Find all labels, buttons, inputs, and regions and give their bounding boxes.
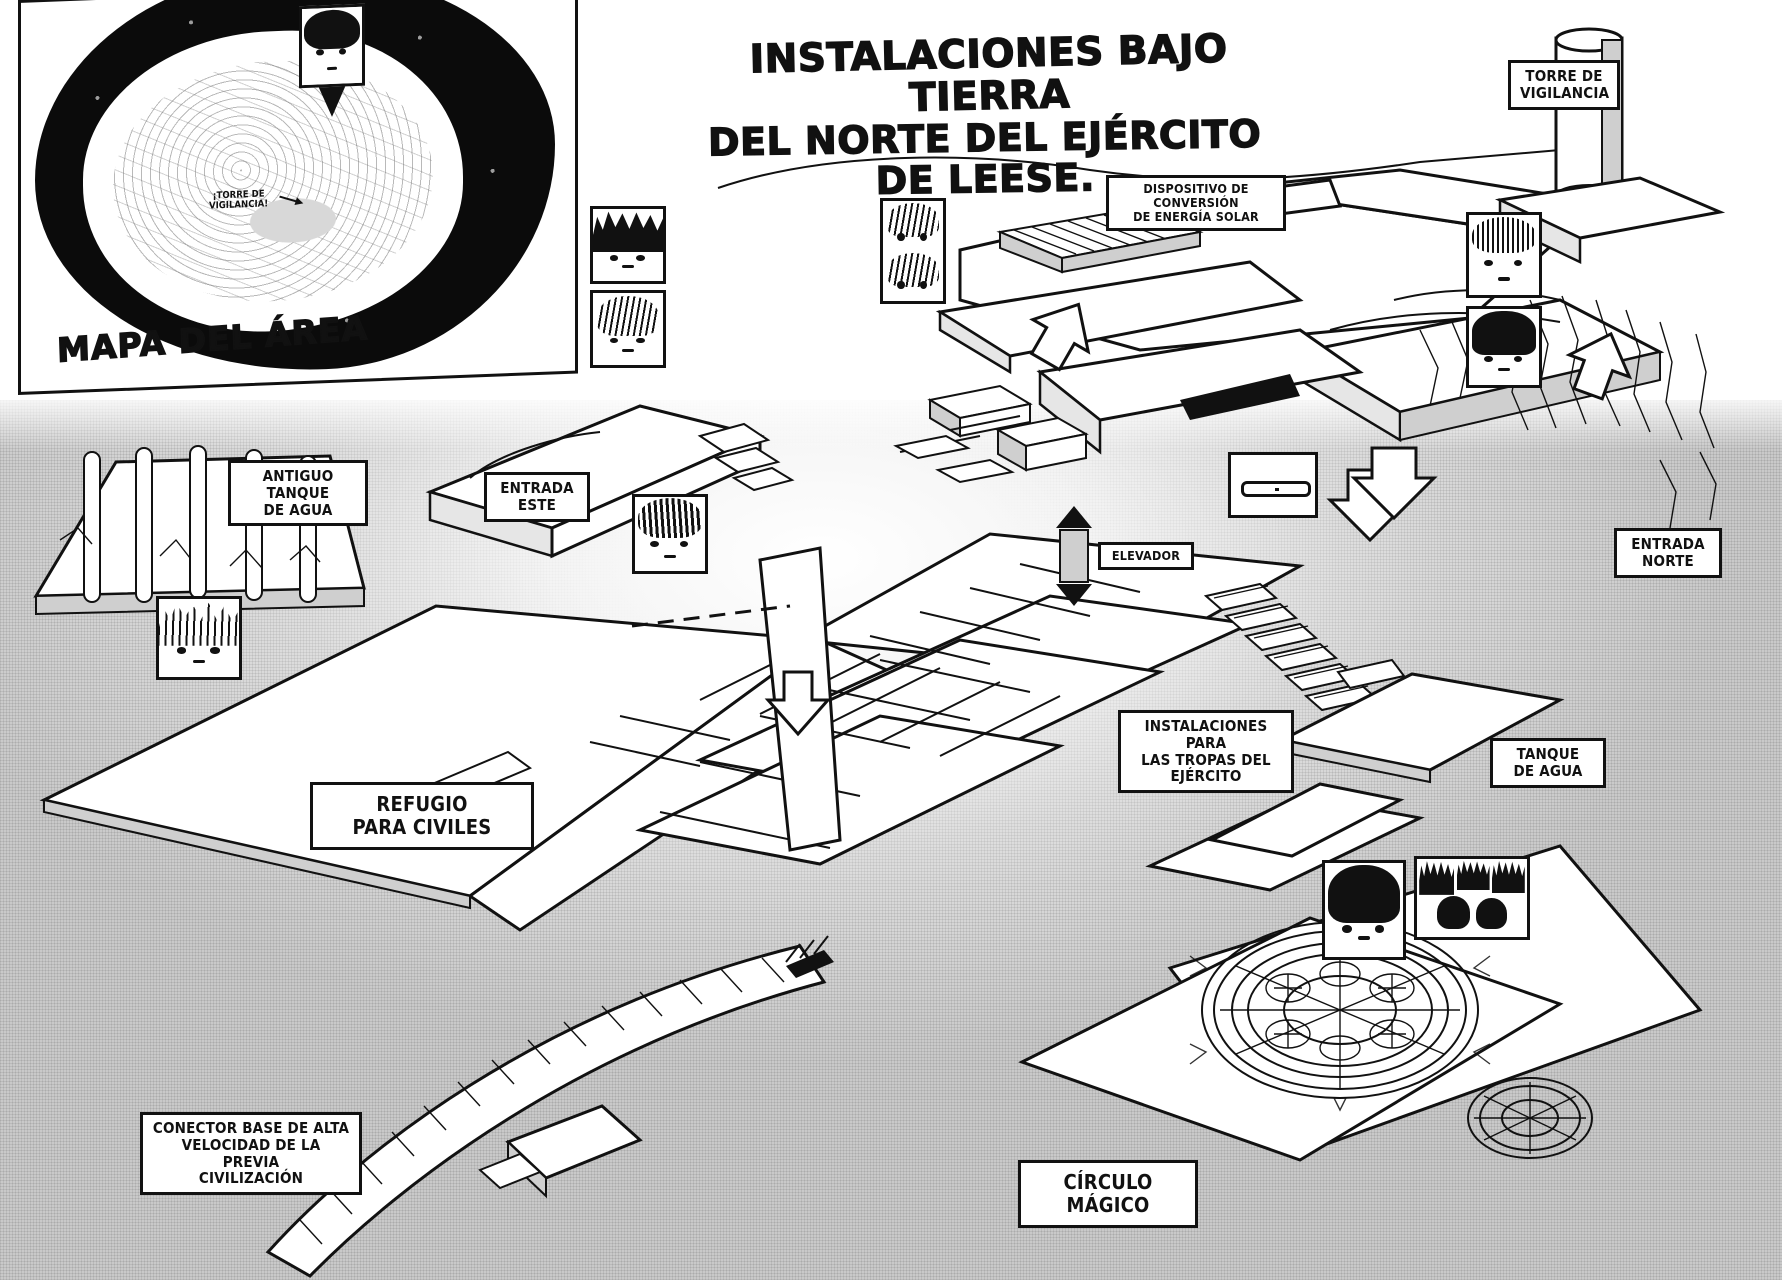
eye-icon <box>1484 356 1493 363</box>
mouth-icon <box>664 554 676 558</box>
portrait-spiky-hair-boy <box>590 206 666 284</box>
hair-icon <box>637 498 703 539</box>
portrait-twin-girls <box>880 198 946 304</box>
portrait-face <box>883 201 943 301</box>
mouth-icon <box>1498 368 1510 372</box>
hair-icon <box>1476 898 1508 930</box>
hair-icon <box>593 211 663 253</box>
portrait-face <box>635 497 705 571</box>
hair-icon <box>1471 310 1537 355</box>
eye-icon <box>897 281 905 289</box>
portrait-face <box>1417 859 1527 937</box>
label-magic-circle: CÍRCULO MÁGICO <box>1018 1160 1198 1228</box>
eye-icon <box>679 541 689 548</box>
portrait-face <box>1231 455 1315 515</box>
eye-icon <box>1513 356 1523 363</box>
eye-icon <box>636 255 645 261</box>
hair-icon <box>1491 861 1525 894</box>
eye-icon <box>210 647 220 654</box>
label-north-entrance: ENTRADA NORTE <box>1614 528 1722 578</box>
label-watch-tower: TORRE DE VIGILANCIA <box>1508 60 1620 110</box>
hair-icon <box>1328 864 1400 924</box>
eye-icon <box>920 281 928 289</box>
portrait-glasses <box>1228 452 1318 518</box>
eye-icon <box>897 233 905 241</box>
eye-icon <box>650 541 659 548</box>
hair-icon <box>1471 216 1537 254</box>
hair-icon <box>1456 860 1490 891</box>
eye-icon <box>1342 925 1352 933</box>
portrait-face <box>1469 309 1539 385</box>
mouth-icon <box>1498 277 1510 281</box>
label-elevator: ELEVADOR <box>1098 542 1194 570</box>
portrait-face <box>1469 215 1539 295</box>
hair-icon <box>886 203 940 237</box>
eye-icon <box>1484 259 1493 267</box>
eye-icon <box>176 647 187 654</box>
portrait-short-hair-girl <box>1322 860 1406 960</box>
hair-icon <box>1436 896 1470 930</box>
portrait-bangs-girl <box>632 494 708 574</box>
eye-icon <box>1374 925 1385 933</box>
mouth-icon <box>622 265 634 269</box>
label-civilian-shelter: REFUGIO PARA CIVILES <box>310 782 534 850</box>
eye-icon <box>1513 259 1523 267</box>
eye-icon <box>609 255 619 261</box>
mouth-icon <box>1357 936 1371 941</box>
mouth-icon <box>192 659 206 663</box>
hair-icon <box>159 601 239 646</box>
mouth-icon <box>622 349 634 353</box>
label-solar-converter: DISPOSITIVO DE CONVERSIÓN DE ENERGÍA SOL… <box>1106 175 1286 231</box>
hair-icon <box>1419 861 1455 895</box>
glasses-icon <box>1241 481 1311 497</box>
portrait-face <box>593 209 663 281</box>
label-old-water-tank: ANTIGUO TANQUE DE AGUA <box>228 460 368 527</box>
hair-icon <box>886 253 940 287</box>
portrait-twin-tail-girl <box>1466 212 1542 298</box>
portrait-long-hair-girl <box>1466 306 1542 388</box>
portrait-face <box>1325 863 1403 957</box>
hair-icon <box>597 295 659 337</box>
portrait-light-hair-boy <box>590 290 666 368</box>
portrait-group-three <box>1414 856 1530 940</box>
eye-icon <box>636 337 645 344</box>
eye-icon <box>609 337 619 344</box>
portrait-spiky-hair-man <box>156 596 242 680</box>
label-water-tank: TANQUE DE AGUA <box>1490 738 1606 788</box>
label-highspeed-connector: CONECTOR BASE DE ALTA VELOCIDAD DE LA PR… <box>140 1112 362 1196</box>
portrait-face <box>593 293 663 365</box>
label-east-entrance: ENTRADA ESTE <box>484 472 590 522</box>
eye-icon <box>920 233 928 241</box>
portrait-face <box>159 599 239 677</box>
magic-circle-art <box>1189 908 1593 1159</box>
label-army-troop-facilities: INSTALACIONES PARA LAS TROPAS DEL EJÉRCI… <box>1118 710 1294 794</box>
